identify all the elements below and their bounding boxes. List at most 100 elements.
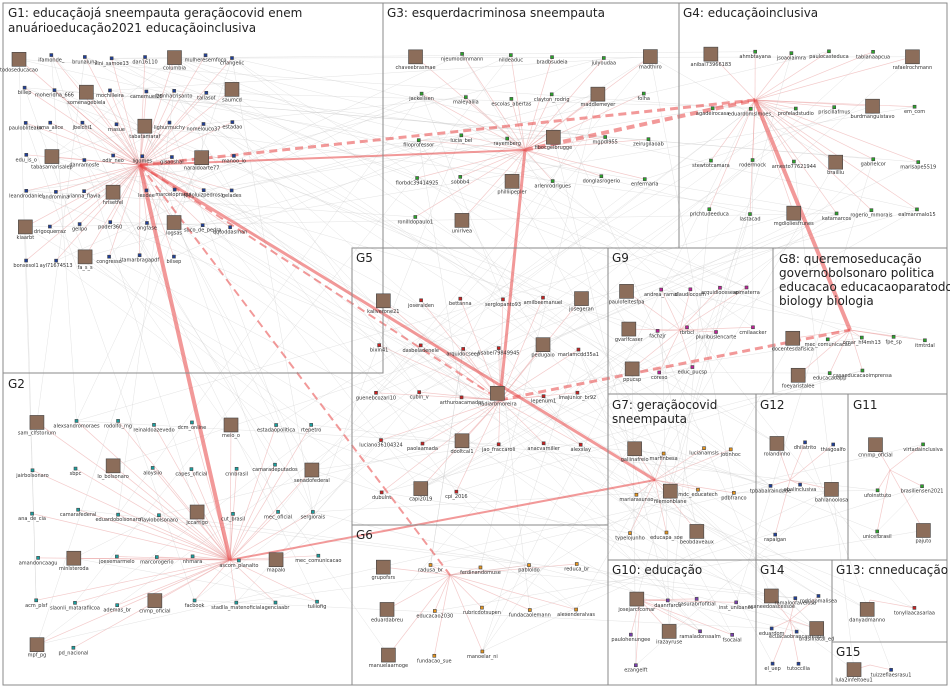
node-label: jbelchi1	[72, 125, 93, 131]
node-marker	[464, 95, 468, 99]
node-marker	[827, 49, 831, 54]
group-title-g1-line2: anuárioeducação2021 educaçãoinclusiva	[8, 21, 256, 35]
node-label: coreso	[651, 375, 668, 381]
node-label: docentesdafisica	[772, 346, 814, 352]
edge-intra	[116, 556, 231, 561]
node-label: ealmanmalo15	[898, 212, 935, 218]
node-label: burdmanguistavo	[851, 114, 895, 120]
edge-intra	[754, 56, 913, 101]
edge-background	[318, 555, 389, 656]
edge-background	[543, 443, 868, 610]
edge-intra	[229, 424, 277, 561]
node-marker	[505, 136, 510, 141]
node-label: cubin_v	[410, 395, 429, 401]
node-marker	[642, 177, 647, 181]
node-label: foeyaristalee	[782, 383, 815, 389]
edge-background	[18, 59, 553, 182]
node-marker	[574, 607, 578, 612]
edge-background	[111, 58, 691, 290]
node-g2: pd_nacional	[58, 645, 88, 656]
node-marker	[773, 532, 777, 537]
edge-intra	[631, 329, 681, 370]
edge-background	[174, 57, 508, 139]
node-label: dan16110	[132, 60, 157, 66]
edge-background	[49, 226, 312, 426]
node-marker	[143, 55, 147, 59]
node-marker	[527, 563, 531, 567]
node-label: vini_samoe13	[94, 61, 128, 67]
node-marker	[690, 365, 695, 369]
node-label: capes_oficial	[175, 472, 207, 478]
edge-background	[236, 564, 530, 603]
edge-layer	[18, 50, 925, 671]
node-marker	[789, 51, 794, 55]
edge-background	[381, 370, 863, 493]
edge-intra	[229, 469, 313, 561]
edge-intra	[25, 164, 141, 228]
node-marker	[912, 606, 917, 610]
node-g11: brasiliensen2021	[901, 484, 943, 495]
edge-background	[311, 469, 382, 493]
edge-intra	[524, 149, 645, 180]
edge-intra	[524, 56, 651, 151]
node-label: cnmp_oficial	[139, 609, 170, 615]
node-g3: fibocgelbrugge	[535, 129, 572, 151]
node-label: meio_o	[222, 433, 240, 439]
node-g14: ecuacaobrancasreaba	[769, 629, 824, 640]
node-g2: ademas_br	[103, 603, 132, 614]
node-marker	[628, 531, 632, 535]
edge-background	[498, 347, 581, 445]
node-marker	[710, 106, 715, 111]
edge-background	[55, 54, 511, 261]
node-g1: saumcd	[222, 82, 242, 103]
group-frame-g3	[382, 2, 680, 249]
node-marker	[709, 158, 713, 163]
edge-background	[576, 563, 817, 629]
node-marker	[147, 593, 163, 608]
edge-background	[420, 366, 693, 489]
node-g3: bradbsudeia	[536, 55, 568, 66]
node-marker	[528, 608, 532, 612]
node-label: daanrfarca	[654, 603, 681, 609]
group-title-g14: G14	[760, 563, 785, 577]
edge-background	[117, 93, 422, 515]
node-label: julyoudaa	[591, 60, 616, 66]
edge-intra	[524, 93, 599, 151]
node-marker	[230, 120, 235, 124]
edge-intra	[876, 469, 891, 532]
edge-intra	[153, 424, 231, 561]
node-marker	[172, 187, 177, 192]
node-marker	[629, 591, 645, 607]
edge-intra	[710, 99, 756, 161]
node-marker	[419, 91, 424, 96]
edge-background	[26, 190, 878, 532]
edge-background	[173, 90, 232, 191]
node-label: em_com	[904, 109, 925, 115]
node-label: filoprofessor	[403, 143, 435, 149]
node-label: tabasamarisalep	[31, 165, 73, 171]
node-marker	[461, 347, 465, 351]
edge-background	[430, 348, 464, 566]
edge-intra	[191, 468, 231, 561]
edge-intra	[449, 574, 577, 610]
node-g4: rodermock	[739, 158, 766, 169]
node-label: andromina	[42, 194, 69, 200]
node-label: dubulnt	[372, 495, 391, 501]
node-marker	[576, 347, 581, 352]
node-g1: andromina	[42, 190, 69, 200]
node-label: slaonli_matarafilcoa	[50, 605, 100, 611]
node-g3: rayemberg	[493, 136, 521, 147]
edge-intra	[449, 574, 483, 608]
edge-intra	[708, 99, 756, 210]
edge-background	[733, 490, 878, 494]
node-marker	[268, 552, 284, 568]
node-g9: paulofeltesfpa	[609, 284, 644, 305]
edge-background	[430, 564, 796, 599]
edge-intra	[109, 164, 141, 223]
node-marker	[200, 223, 205, 228]
node-g6: educacao2030	[416, 609, 453, 619]
node-g10: nasurabrfofitial	[678, 597, 716, 607]
edge-background	[456, 491, 577, 610]
node-label: kiaarbt	[17, 235, 35, 241]
node-marker	[304, 462, 320, 478]
